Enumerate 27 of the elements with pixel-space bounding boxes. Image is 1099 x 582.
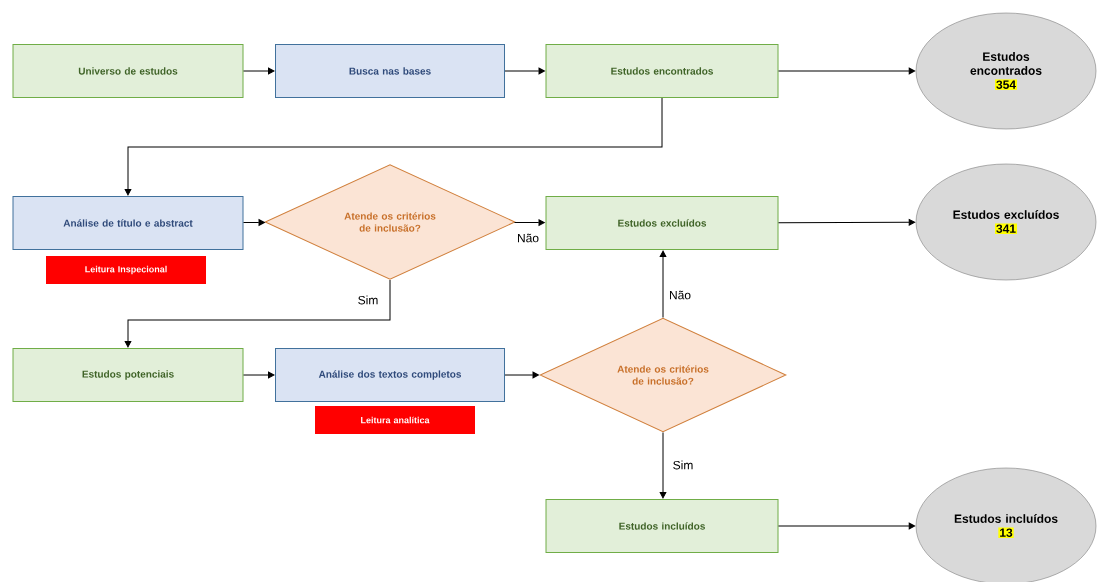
arrow bbox=[243, 371, 275, 379]
process-box: Estudos excluídos bbox=[545, 196, 779, 250]
tag-label: Leitura analítica bbox=[315, 406, 475, 434]
arrow bbox=[243, 219, 265, 226]
arrow bbox=[124, 279, 391, 348]
arrow bbox=[778, 522, 916, 530]
arrow bbox=[124, 97, 663, 196]
process-box: Estudos incluídos bbox=[545, 499, 779, 553]
arrow bbox=[504, 371, 539, 379]
process-box: Busca nas bases bbox=[275, 44, 505, 98]
edge-label: Sim bbox=[671, 459, 695, 471]
process-box: Estudos encontrados bbox=[545, 44, 779, 98]
process-box: Análise de título e abstract bbox=[12, 196, 244, 250]
arrow bbox=[778, 218, 916, 226]
edge-label: Sim bbox=[356, 294, 380, 306]
edge-label: Não bbox=[516, 232, 540, 244]
arrow bbox=[514, 219, 545, 226]
edge-label: Não bbox=[668, 289, 692, 301]
arrow bbox=[659, 250, 667, 318]
arrow bbox=[659, 432, 667, 499]
process-box: Análise dos textos completos bbox=[275, 348, 505, 402]
arrow bbox=[243, 67, 275, 75]
arrow bbox=[504, 67, 545, 75]
process-box: Universo de estudos bbox=[12, 44, 244, 98]
arrow bbox=[778, 67, 916, 75]
tag-label: Leitura Inspecional bbox=[46, 256, 206, 284]
process-box: Estudos potenciais bbox=[12, 348, 244, 402]
